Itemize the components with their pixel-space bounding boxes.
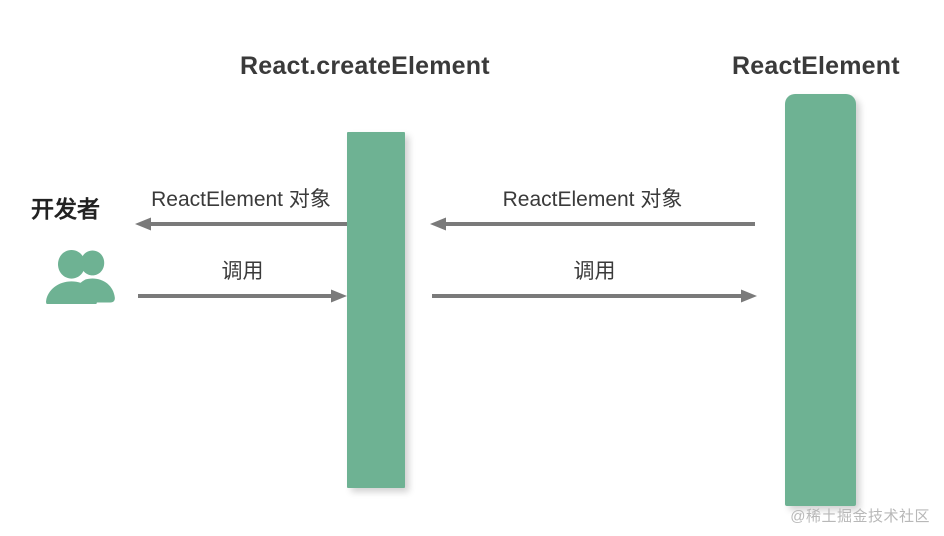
message-label-return-left: ReactElement 对象 [151, 188, 331, 211]
message-label-call-left: 调用 [221, 260, 264, 283]
watermark: @稀土掘金技术社区 [790, 508, 930, 525]
message-call-left: 调用 [138, 260, 347, 304]
participant-title-react-create-element: React.createElement [240, 52, 490, 80]
users-icon [44, 248, 118, 306]
participant-title-developer: 开发者 [31, 196, 100, 222]
lifeline-bar-react-create-element [347, 132, 405, 488]
arrow-right-icon [432, 289, 757, 303]
message-return-right: ReactElement 对象 [430, 188, 755, 232]
message-label-call-right: 调用 [573, 260, 616, 283]
arrow-right-icon [138, 289, 347, 303]
arrow-left-icon [430, 217, 755, 231]
message-call-right: 调用 [432, 260, 757, 304]
arrow-left-icon [135, 217, 347, 231]
participant-title-react-element: ReactElement [732, 52, 900, 80]
lifeline-bar-react-element [785, 94, 856, 506]
message-label-return-right: ReactElement 对象 [502, 188, 683, 211]
message-return-left: ReactElement 对象 [135, 188, 347, 232]
